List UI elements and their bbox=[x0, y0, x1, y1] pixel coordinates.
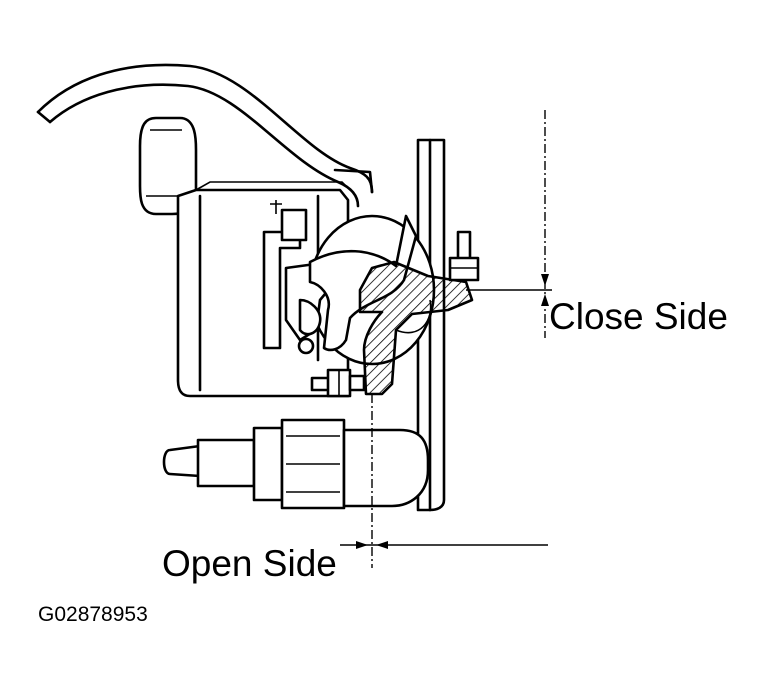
adjusting-bolt-top bbox=[448, 230, 480, 282]
open-side-label: Open Side bbox=[162, 543, 337, 584]
figure-code: G02878953 bbox=[38, 603, 148, 626]
reference-lines bbox=[340, 110, 552, 568]
hose-fitting bbox=[162, 418, 430, 510]
adjusting-bolt-bottom bbox=[310, 368, 366, 398]
mounting-flange bbox=[416, 138, 446, 512]
close-side-label: Close Side bbox=[549, 296, 728, 337]
hatched-bracket bbox=[358, 260, 474, 396]
